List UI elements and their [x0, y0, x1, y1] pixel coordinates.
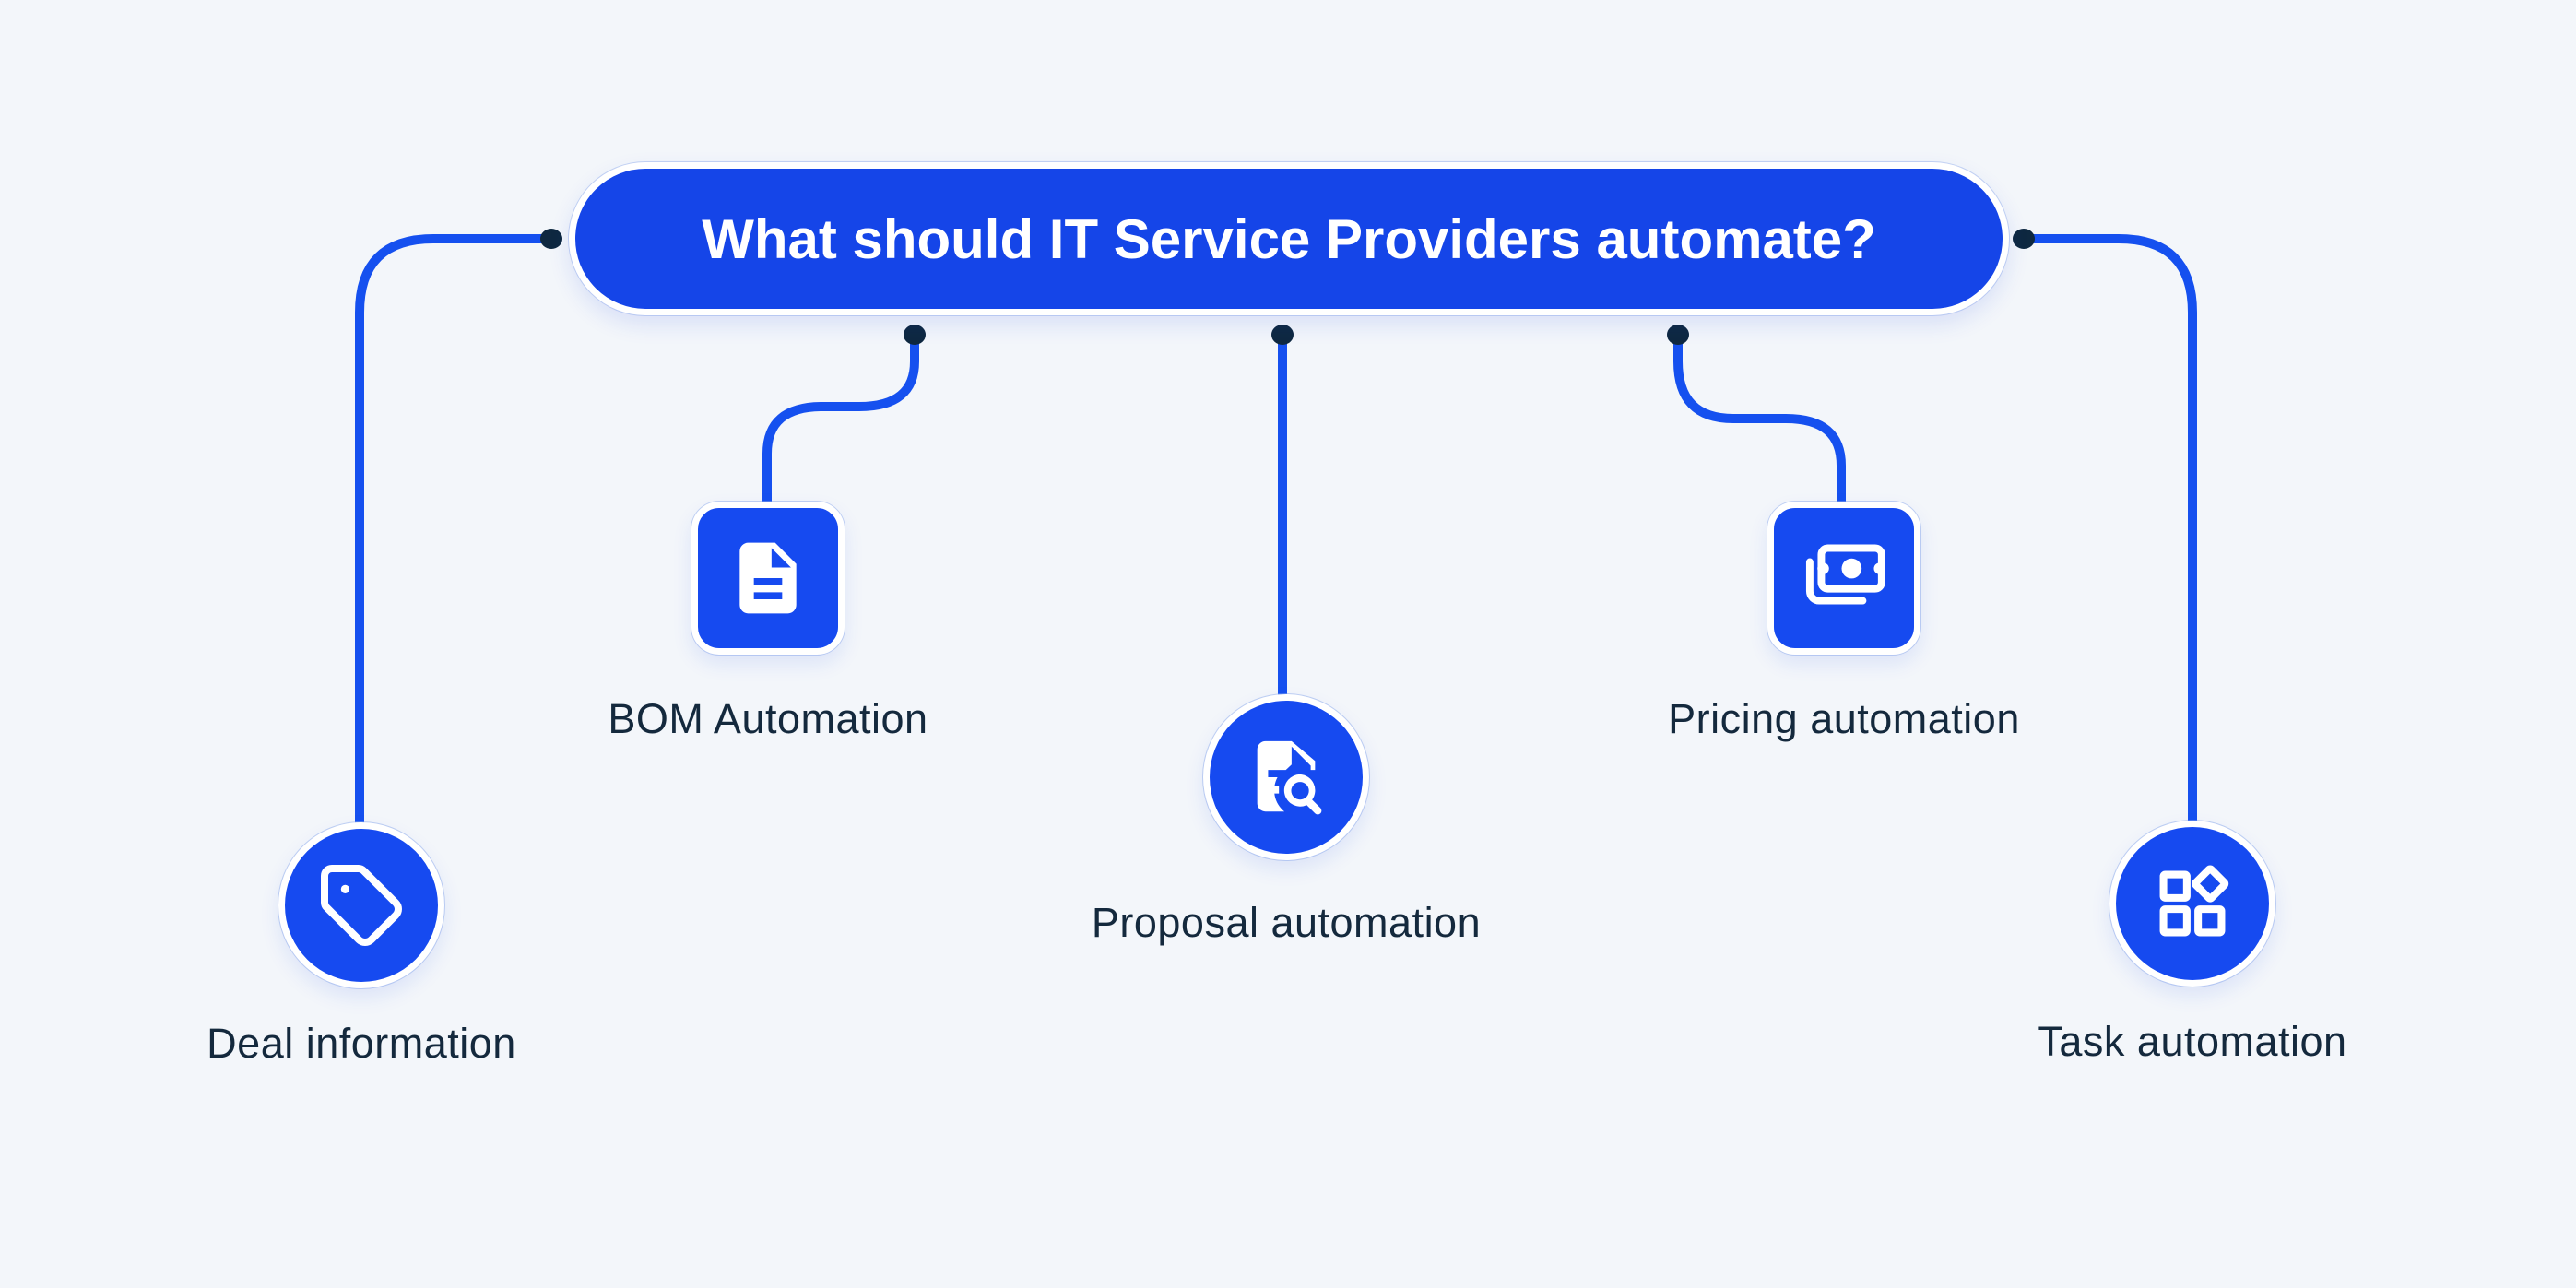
node-pricing-automation: Pricing automation: [1567, 502, 2121, 743]
node-label: Proposal automation: [1091, 899, 1482, 946]
node-label: BOM Automation: [608, 695, 928, 742]
connector-pricing-automation: [1673, 330, 1846, 512]
connector-deal-information: [355, 234, 556, 831]
deal-information-badge: [278, 822, 444, 988]
node-task-automation: Task automation: [1916, 821, 2469, 1066]
banknote-icon: [1798, 532, 1890, 624]
node-label: Deal information: [207, 1020, 516, 1067]
document-icon: [726, 536, 810, 620]
node-proposal-automation: Proposal automation: [1010, 694, 1563, 947]
connector-dot: [1271, 325, 1294, 345]
widgets-icon: [2150, 861, 2235, 946]
node-label: Pricing automation: [1668, 695, 2020, 742]
central-question-node: What should IT Service Providers automat…: [569, 162, 2009, 315]
central-question-title: What should IT Service Providers automat…: [702, 207, 1876, 270]
node-bom-automation: BOM Automation: [491, 502, 1045, 743]
proposal-automation-badge: [1203, 694, 1369, 860]
pricing-automation-badge: [1767, 502, 1920, 655]
connector-dot: [540, 229, 562, 249]
task-automation-badge: [2109, 821, 2275, 987]
node-deal-information: Deal information: [85, 822, 638, 1068]
connector-dot: [2013, 229, 2035, 249]
connector-dot: [904, 325, 926, 345]
document-search-icon: [1243, 734, 1329, 821]
connector-task-automation: [2019, 234, 2197, 831]
tag-icon: [317, 861, 406, 950]
node-label: Task automation: [2038, 1018, 2347, 1065]
bom-automation-badge: [691, 502, 845, 655]
connector-bom-automation: [762, 330, 919, 512]
connector-dot: [1667, 325, 1689, 345]
